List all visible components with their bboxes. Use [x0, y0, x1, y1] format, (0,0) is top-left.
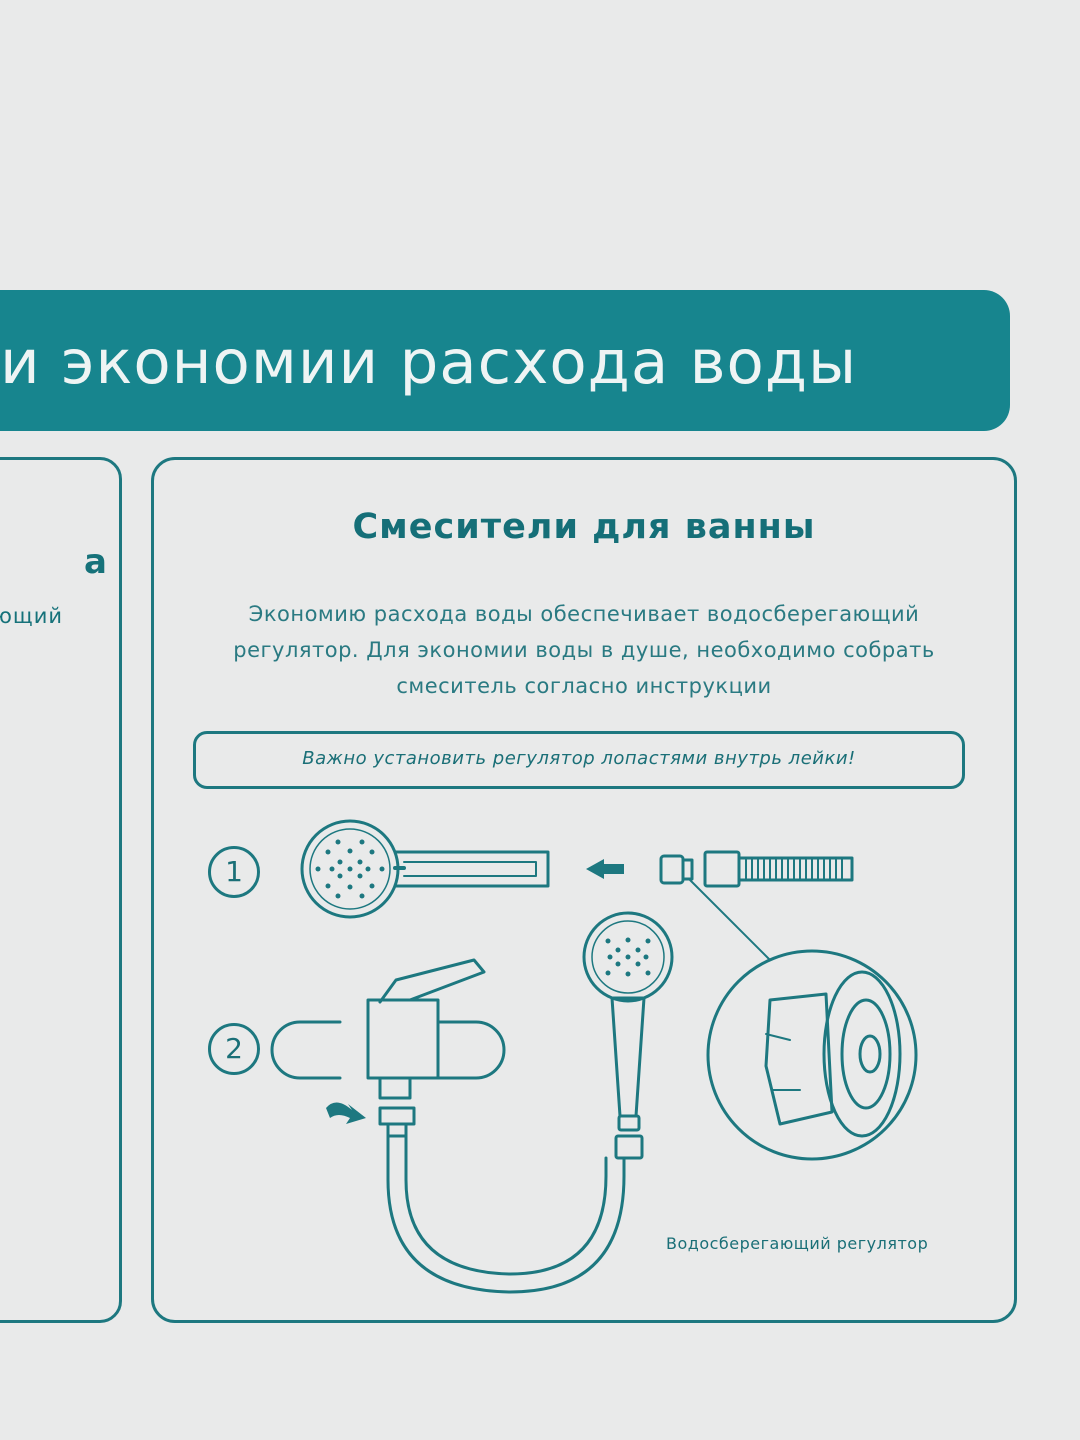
banner-title: и экономии расхода воды	[0, 327, 858, 398]
step-1-badge: 1	[208, 846, 260, 898]
pointer-line	[689, 879, 771, 961]
notice-text: Важно установить регулятор лопастями вну…	[302, 748, 856, 769]
hand-shower-icon	[582, 911, 674, 1160]
spray-holes-icon	[315, 839, 651, 977]
left-panel-text-fragment-2: о	[0, 640, 1, 664]
title-banner	[0, 290, 1010, 431]
left-panel-text-fragment: ающий	[0, 604, 63, 628]
shower-head-icon	[300, 819, 550, 919]
regulator-icon	[659, 850, 854, 888]
magnified-regulator-icon	[706, 949, 918, 1161]
bath-mixer-panel	[151, 457, 1017, 1323]
description-line: Экономию расхода воды обеспечивает водос…	[248, 602, 920, 626]
description-line: смеситель согласно инструкции	[396, 674, 772, 698]
panel-description: Экономию расхода воды обеспечивает водос…	[151, 596, 1017, 704]
curved-arrow-icon	[326, 1102, 366, 1124]
left-panel: а ающий о	[0, 457, 122, 1323]
arrow-left-icon	[586, 859, 624, 879]
shower-hose-icon	[386, 1134, 626, 1294]
panel-heading: Смесители для ванны	[352, 507, 816, 547]
left-panel-heading-fragment: а	[84, 542, 107, 582]
notice-box	[193, 731, 965, 789]
regulator-caption: Водосберегающий регулятор	[666, 1234, 929, 1253]
mixer-icon	[270, 958, 506, 1100]
step-2-badge: 2	[208, 1023, 260, 1075]
hose-ribs-icon	[745, 857, 843, 881]
description-line: регулятор. Для экономии воды в душе, нео…	[233, 638, 935, 662]
connector-icon	[378, 1106, 416, 1138]
